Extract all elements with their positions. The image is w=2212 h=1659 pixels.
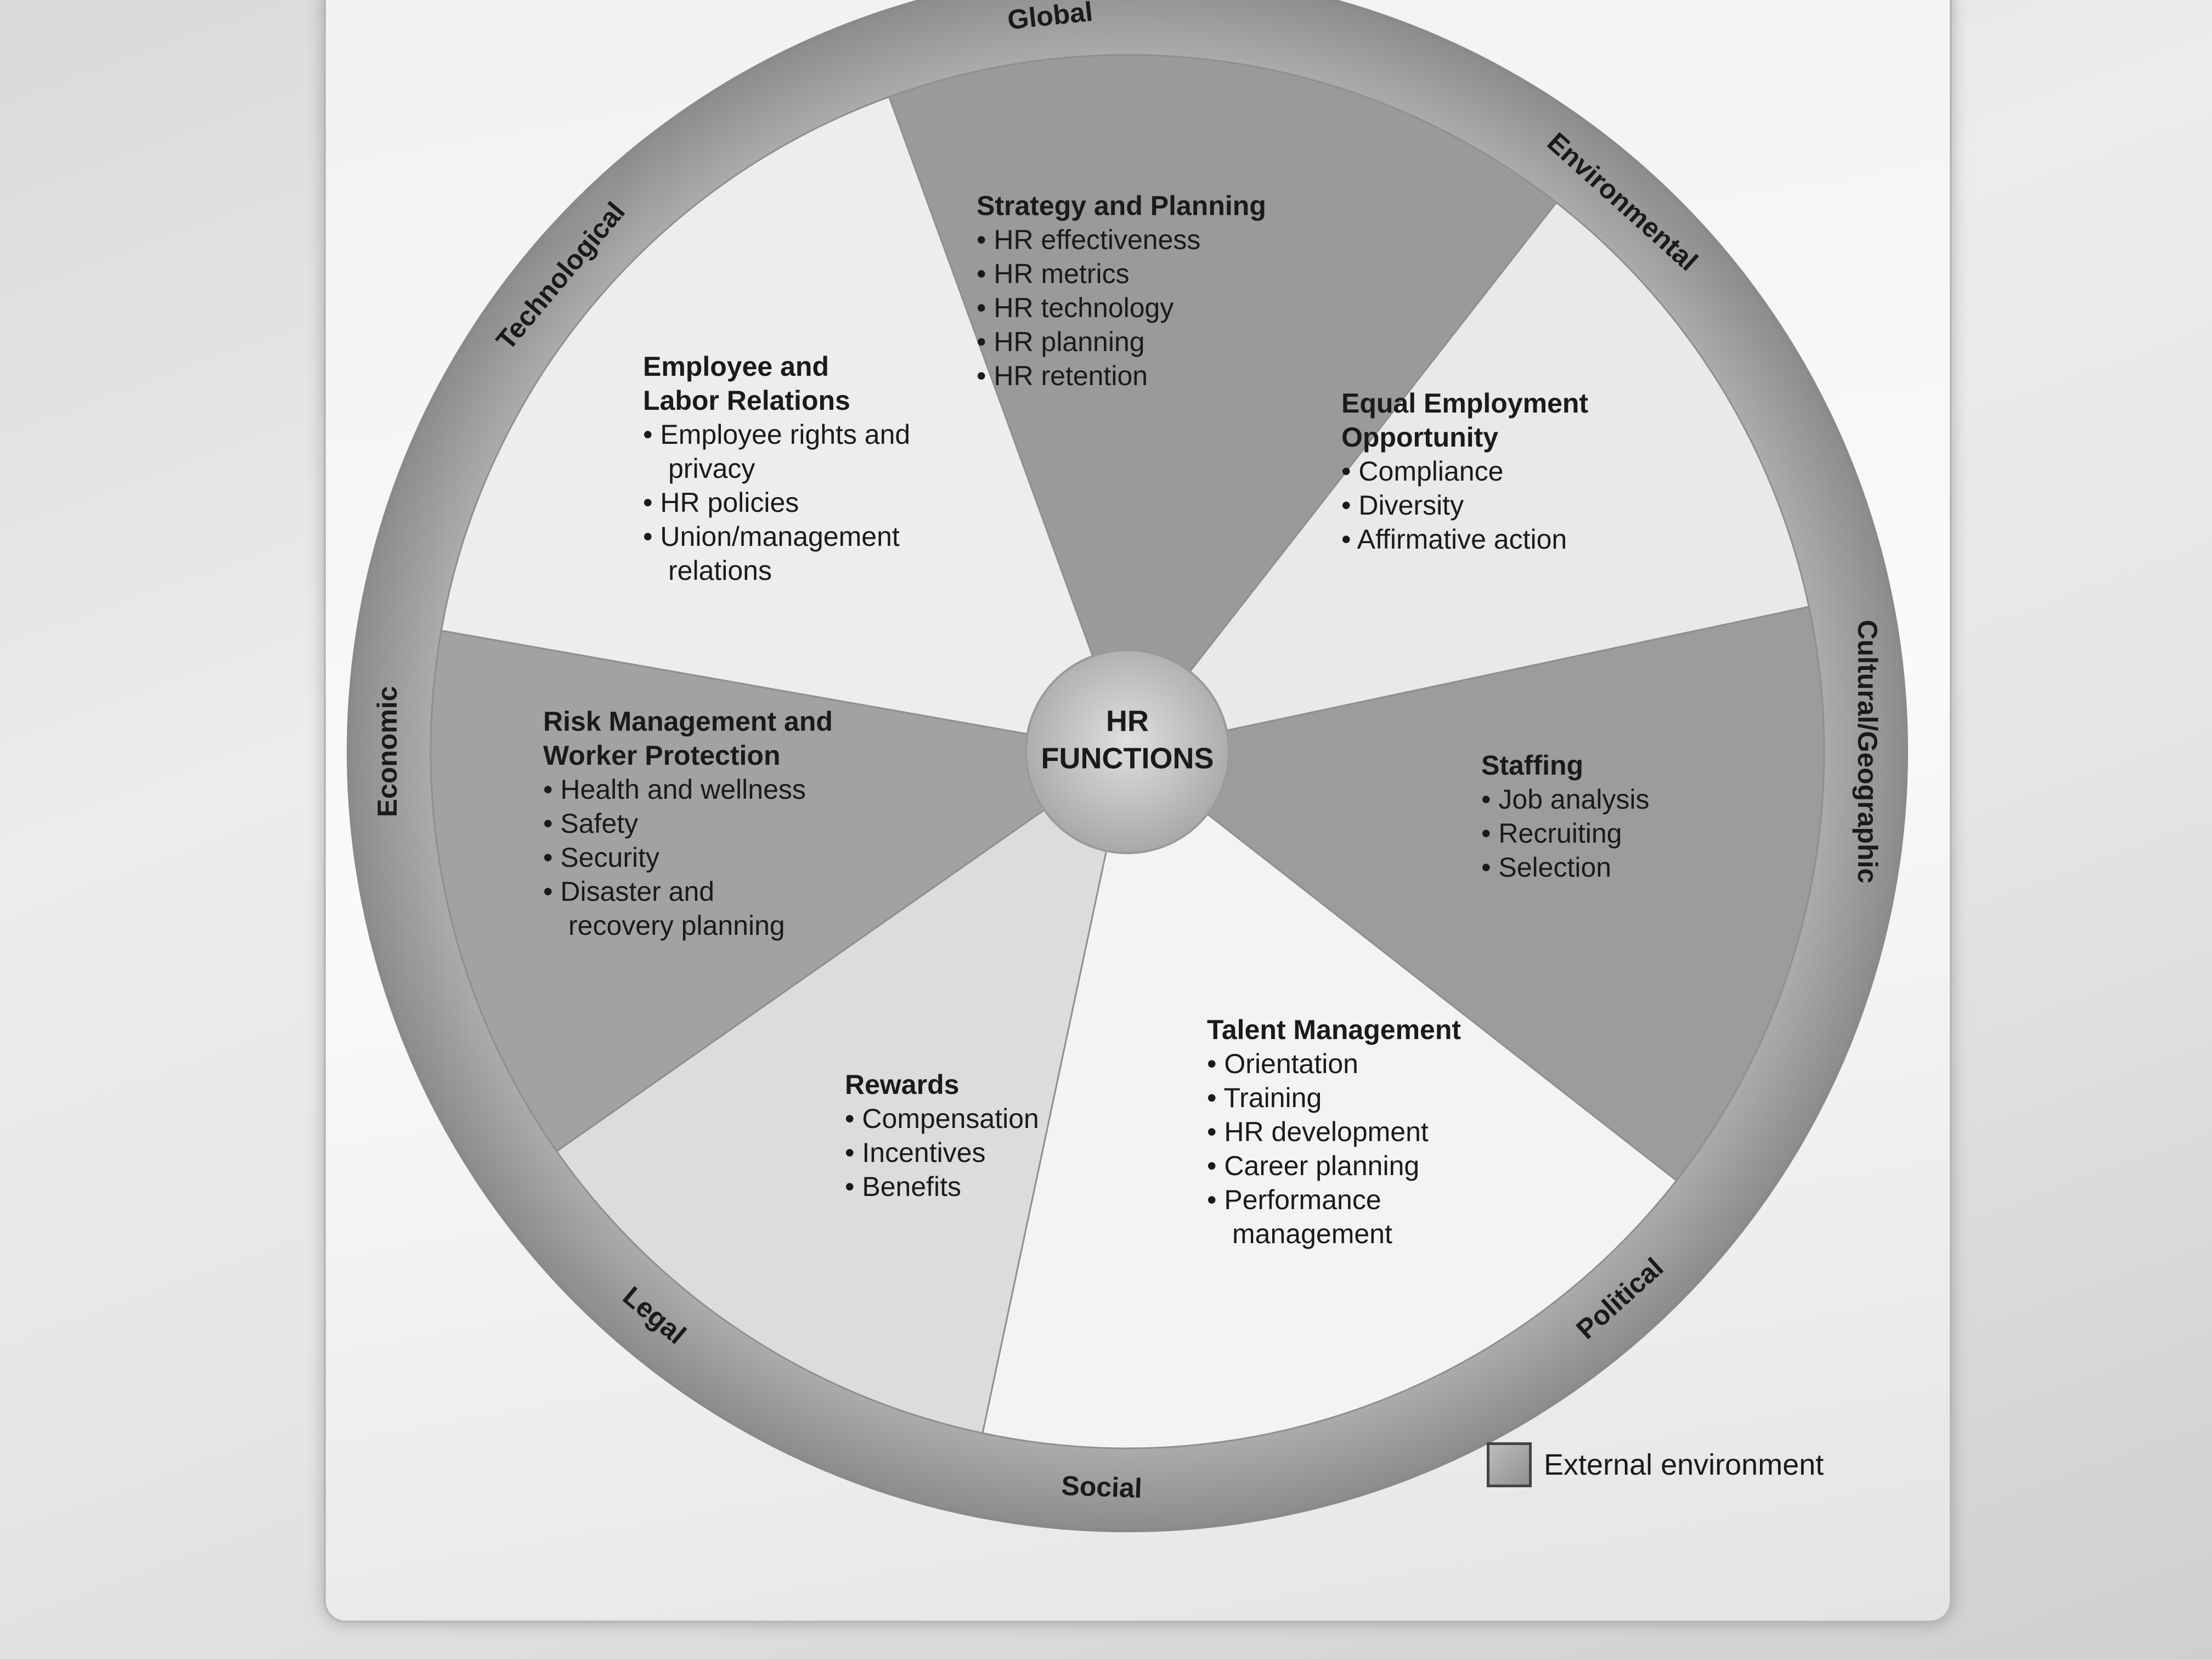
section-5-title-1: Worker Protection xyxy=(543,740,781,771)
section-0-item-1: • HR metrics xyxy=(977,258,1130,289)
env-label-2: Cultural/Geographic xyxy=(1852,620,1883,884)
section-5-item-3: • Disaster and xyxy=(543,876,714,907)
section-3-item-5: management xyxy=(1232,1218,1392,1249)
section-6-item-2: • HR policies xyxy=(643,487,799,518)
section-5-title-0: Risk Management and xyxy=(543,706,833,737)
section-4-item-2: • Benefits xyxy=(845,1171,961,1202)
legend-label: External environment xyxy=(1544,1448,1824,1481)
center-hub: HR FUNCTIONS xyxy=(1025,649,1230,854)
section-6-item-1: privacy xyxy=(668,453,755,484)
section-3-item-4: • Performance xyxy=(1207,1184,1381,1215)
section-2-item-1: • Recruiting xyxy=(1481,818,1622,849)
section-1-title-0: Equal Employment xyxy=(1341,388,1588,419)
env-label-4: Social xyxy=(1061,1470,1143,1504)
wedge-5 xyxy=(430,629,1130,1153)
function-wedges xyxy=(430,54,1825,1449)
section-0-item-3: • HR planning xyxy=(977,326,1145,357)
env-label-6: Economic xyxy=(372,686,403,817)
wedge-0 xyxy=(888,54,1558,754)
section-4-item-0: • Compensation xyxy=(845,1103,1039,1134)
section-2-title-0: Staffing xyxy=(1481,750,1583,781)
section-4-item-1: • Incentives xyxy=(845,1137,986,1168)
section-1-title-1: Opportunity xyxy=(1341,422,1498,453)
section-1-item-0: • Compliance xyxy=(1341,456,1503,487)
section-4-title-0: Rewards xyxy=(845,1069,959,1100)
section-6-item-0: • Employee rights and xyxy=(643,419,910,450)
legend: External environment xyxy=(1487,1440,1824,1489)
section-3-item-1: • Training xyxy=(1207,1082,1322,1113)
section-5-item-0: • Health and wellness xyxy=(543,774,806,805)
wedge-2 xyxy=(1125,606,1825,1182)
section-3-item-0: • Orientation xyxy=(1207,1048,1358,1079)
section-5-item-1: • Safety xyxy=(543,808,638,839)
section-2-item-2: • Selection xyxy=(1481,852,1611,883)
section-3-item-3: • Career planning xyxy=(1207,1150,1419,1181)
wedge-3 xyxy=(981,750,1678,1449)
section-5-item-4: recovery planning xyxy=(568,910,785,941)
section-0-item-0: • HR effectiveness xyxy=(977,224,1200,255)
section-6-item-4: relations xyxy=(668,555,772,586)
legend-swatch-icon xyxy=(1487,1442,1532,1487)
center-line-1: HR xyxy=(1106,704,1149,737)
section-1-item-1: • Diversity xyxy=(1341,490,1464,521)
wedge-4 xyxy=(555,749,1129,1435)
section-texts: Strategy and Planning• HR effectiveness•… xyxy=(543,190,1650,1249)
section-6-title-1: Labor Relations xyxy=(643,385,850,416)
section-2-item-0: • Job analysis xyxy=(1481,784,1650,815)
section-3-title-0: Talent Management xyxy=(1207,1014,1461,1045)
section-3-item-2: • HR development xyxy=(1207,1116,1429,1147)
section-0-item-4: • HR retention xyxy=(977,360,1148,391)
wedge-6 xyxy=(440,95,1129,753)
wedge-1 xyxy=(1125,201,1810,753)
section-5-item-2: • Security xyxy=(543,842,659,873)
section-0-title-0: Strategy and Planning xyxy=(977,190,1266,221)
center-line-2: FUNCTIONS xyxy=(1041,742,1214,775)
section-6-title-0: Employee and xyxy=(643,351,829,382)
section-1-item-2: • Affirmative action xyxy=(1341,524,1567,555)
section-6-item-3: • Union/management xyxy=(643,521,900,552)
section-0-item-2: • HR technology xyxy=(977,292,1173,323)
